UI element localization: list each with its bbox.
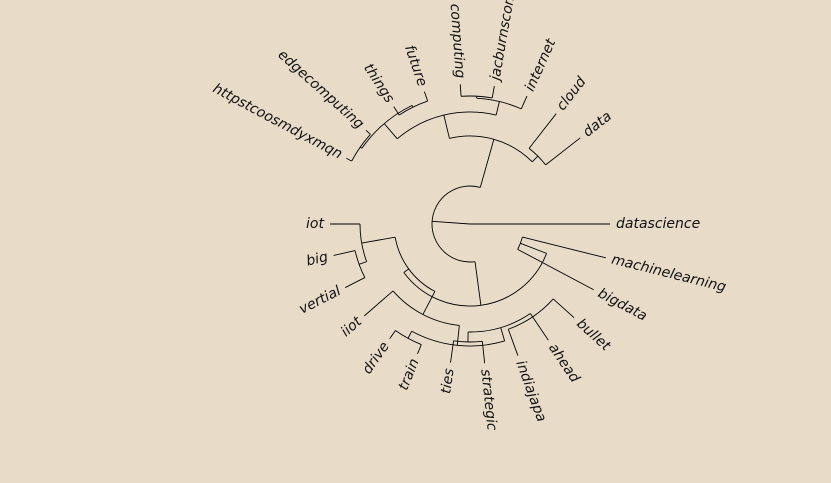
leaf-branch (532, 316, 549, 341)
leaf-branch (393, 106, 400, 116)
dendrogram-arc (361, 104, 413, 149)
leaf-branch (528, 113, 557, 149)
leaf-branch (545, 137, 581, 166)
leaf-branch (491, 86, 495, 99)
dendrogram-arc (468, 313, 531, 333)
dendrogram-branch (530, 313, 534, 318)
dendrogram-branch (407, 331, 413, 339)
dendrogram-arc (394, 237, 436, 292)
dendrogram-branch (443, 114, 450, 139)
leaf-label-drive: drive (359, 339, 392, 377)
dendrogram-branch (422, 291, 436, 315)
leaf-label-iiot: iiot (338, 313, 365, 340)
leaf-label-bigdata: bigdata (595, 285, 649, 324)
dendrogram-arc (431, 185, 481, 263)
dendrogram-branch (531, 155, 539, 163)
leaf-label-ties: ties (438, 367, 457, 394)
dendrogram-branch (495, 101, 500, 116)
dendrogram-branch (479, 139, 495, 188)
leaf-label-strategic: strategic (477, 368, 499, 431)
leaf-branch (417, 344, 422, 354)
leaf-branch (423, 91, 429, 102)
leaf-label-train: train (396, 356, 423, 392)
leaf-label-cloud: cloud (554, 74, 590, 114)
leaf-branch (552, 298, 575, 319)
leaf-branch (507, 329, 519, 356)
leaf-branch (459, 84, 462, 97)
leaf-label-big: big (305, 249, 330, 269)
dendrogram-branch (474, 261, 482, 306)
leaf-branch (450, 340, 455, 363)
leaf-branch (345, 277, 366, 288)
leaf-label-ahead: ahead (545, 341, 583, 386)
leaf-branch (517, 248, 594, 291)
dendrogram-branch (403, 268, 409, 273)
dendrogram-arc (403, 253, 547, 307)
leaf-label-things: things (360, 61, 397, 106)
leaf-branch (522, 236, 606, 259)
dendrogram-arc (517, 236, 523, 250)
dendrogram-arc (396, 111, 497, 140)
dendrogram-branch (520, 242, 547, 254)
dendrogram-arc (411, 330, 505, 347)
leaf-branch (346, 157, 352, 162)
dendrogram-branch (500, 327, 506, 342)
dendrogram-arc (392, 290, 460, 326)
leaf-label-iot: iot (306, 216, 324, 232)
dendrogram-branch (383, 123, 398, 140)
dendrogram-leaf-labels: datasciencemachinelearningbigdatabulleta… (210, 0, 728, 432)
leaf-label-datascience: datascience (616, 216, 700, 232)
leaf-label-machinelearning: machinelearning (610, 252, 728, 296)
leaf-label-data: data (580, 108, 615, 140)
leaf-label-jacburnscom: jacburnscom (487, 0, 519, 84)
leaf-label-computing: computing (447, 3, 468, 79)
leaf-branch (389, 330, 396, 339)
dendrogram-arc (476, 97, 522, 110)
leaf-branch (365, 129, 371, 135)
dendrogram-arc (398, 100, 428, 116)
dendrogram-arc (508, 298, 554, 330)
leaf-branch (333, 250, 356, 256)
dendrogram-arc (351, 134, 371, 162)
leaf-branch (520, 95, 528, 110)
leaf-label-vertial: vertial (297, 283, 344, 318)
leaf-branch (364, 290, 394, 317)
dendrogram-branch (432, 220, 471, 225)
leaf-branch (481, 341, 486, 364)
dendrogram-branch (358, 261, 367, 265)
leaf-label-future: future (401, 43, 430, 88)
leaf-label-internet: internet (522, 36, 559, 94)
leaf-label-indiajapa: indiajapa (512, 358, 549, 424)
dendrogram-edges (330, 84, 610, 364)
leaf-label-bullet: bullet (573, 316, 614, 355)
dendrogram-arc (359, 223, 368, 262)
dendrogram-branch (361, 236, 396, 244)
dendrogram-arc (449, 135, 533, 163)
dendrogram-branch (456, 325, 460, 346)
